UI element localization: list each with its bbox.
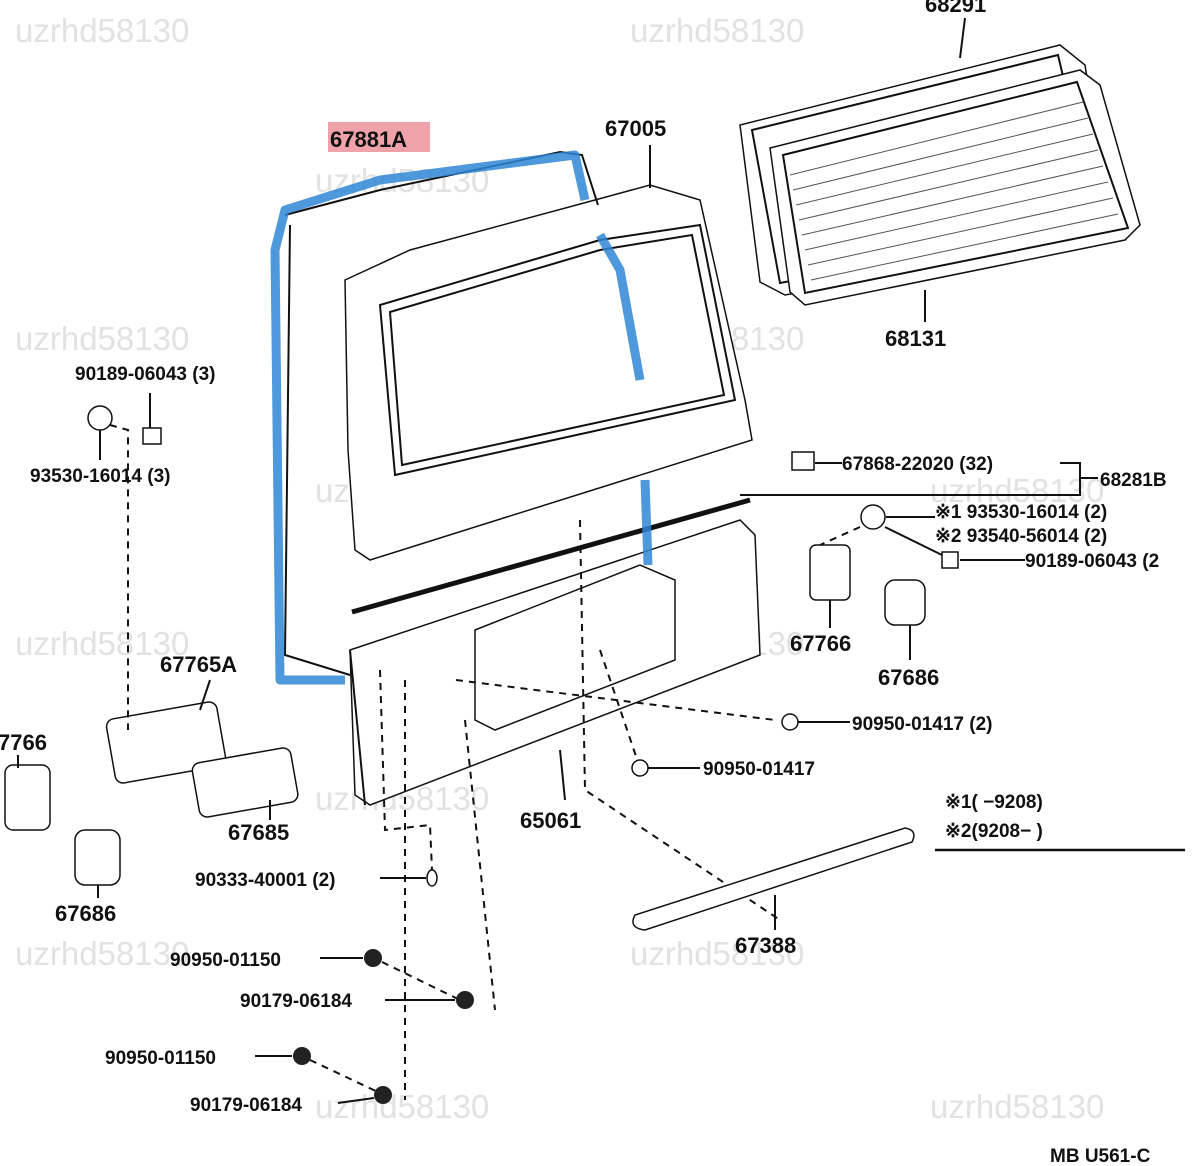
watermark: uzrhd58130 — [15, 12, 189, 49]
label-93530-16014-3: 93530-16014 (3) — [30, 466, 171, 487]
weatherstrip-highlight — [270, 150, 653, 685]
fasteners — [87, 393, 1098, 1104]
label-67765A: 67765A — [160, 652, 237, 677]
label-68291: 68291 — [925, 0, 986, 17]
watermark: uzrhd58130 — [15, 625, 189, 662]
label-90189-06043-2: 90189-06043 (2 — [1025, 551, 1159, 572]
label-90333-40001: 90333-40001 (2) — [195, 870, 336, 891]
watermark: uzrhd58130 — [930, 1088, 1104, 1125]
label-93540-56014-2: ※2 93540-56014 (2) — [935, 526, 1107, 547]
label-67686-left: 67686 — [55, 901, 116, 926]
watermark: uzrhd58130 — [930, 472, 1104, 509]
back-door-panel — [344, 145, 781, 1100]
label-67388: 67388 — [735, 933, 796, 958]
label-90189-06043-3: 90189-06043 (3) — [75, 364, 216, 385]
label-90950-01150-a: 90950-01150 — [170, 950, 281, 971]
label-65061: 65061 — [520, 808, 581, 833]
label-68131: 68131 — [885, 326, 946, 351]
part-labels: 68291 67881A 67005 68131 90189-06043 (3)… — [0, 0, 1167, 1166]
watermark: uzrhd58130 — [15, 320, 189, 357]
label-67881A: 67881A — [330, 127, 407, 152]
diagram-code: MB U561-C — [1050, 1146, 1151, 1166]
label-90950-01417: 90950-01417 — [703, 759, 815, 780]
legend-row-2: ※2(9208− ) — [945, 821, 1043, 842]
label-90179-06184-a: 90179-06184 — [240, 991, 352, 1012]
label-67766-left: 7766 — [0, 730, 47, 755]
watermark: uzrhd58130 — [15, 935, 189, 972]
label-68281B: 68281B — [1100, 470, 1167, 491]
label-67685: 67685 — [228, 820, 289, 845]
label-90179-06184-b: 90179-06184 — [190, 1095, 302, 1116]
label-90950-01150-b: 90950-01150 — [105, 1048, 216, 1069]
lamp-gaskets — [4, 544, 926, 898]
label-67766: 67766 — [790, 631, 851, 656]
part-highlight — [328, 122, 430, 152]
label-90950-01417-2: 90950-01417 (2) — [852, 714, 993, 735]
label-93530-16014-2: ※1 93530-16014 (2) — [935, 502, 1107, 523]
watermark: uzrhd58130 — [630, 12, 804, 49]
watermark: uzrhd58130 — [630, 935, 804, 972]
label-67868-22020: 67868-22020 (32) — [842, 454, 993, 475]
label-67005: 67005 — [605, 116, 666, 141]
watermark: uzrhd58130 — [315, 1088, 489, 1125]
legend-row-1: ※1( −9208) — [945, 792, 1043, 813]
molding — [632, 827, 915, 931]
back-glass — [739, 17, 1141, 322]
label-67686: 67686 — [878, 665, 939, 690]
